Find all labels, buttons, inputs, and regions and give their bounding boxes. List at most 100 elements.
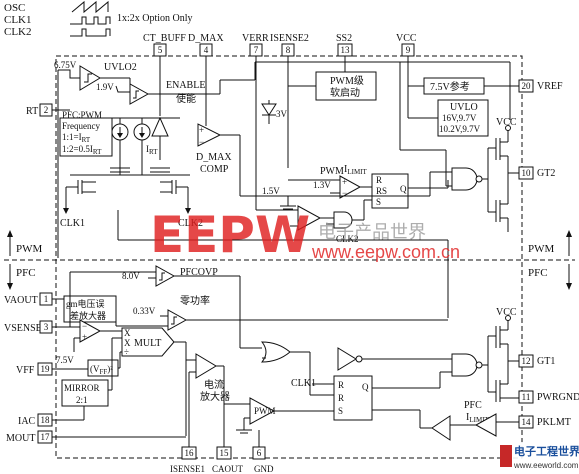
dmax-comp-label-1: D_MAX	[196, 152, 232, 163]
pfc-rs-latch	[333, 375, 373, 421]
pwm-comparators: PWM ILIMIT 1.3V + − 1.5V CLK2 R RS S Q	[256, 164, 449, 244]
rs2-r1: R	[338, 380, 344, 390]
current-amplifier: 电流 放大器	[186, 353, 250, 447]
left-pins: RT 2 VAOUT 1 VSENSE 3 VFF 19 IAC 18 MOUT…	[4, 103, 53, 444]
divider-labels: PWM PFC PWM PFC	[7, 230, 572, 290]
pfc-left-label: PFC	[16, 267, 36, 279]
mult-box	[121, 327, 175, 357]
svg-text:−: −	[82, 321, 87, 331]
osc-label: OSC	[4, 2, 25, 14]
clk1-latch-label: CLK1	[291, 378, 316, 389]
pin9-number: 9	[406, 45, 411, 55]
watermark-url: www.eepw.com.cn	[311, 242, 460, 262]
gm-error-amp: gm电压误 差放大器 − + 7.5V	[52, 272, 122, 365]
pin9-name: VCC	[396, 33, 417, 44]
bottom-pins: 16 ISENSE1 15 CAOUT 6 GND	[170, 446, 274, 474]
pfc-ilimit-sub: ILIMIT	[466, 412, 490, 424]
enable-label: ENABLE	[166, 80, 205, 91]
pin19-name: VFF	[16, 365, 35, 376]
rs1-s: S	[376, 197, 381, 207]
corner-logo-mark	[500, 445, 512, 467]
pin11-name: PWRGND	[537, 392, 579, 403]
pin7-name: VERR	[242, 33, 269, 44]
gm-amp-box	[63, 295, 117, 323]
pwm-left-label: PWM	[16, 243, 43, 255]
pin12-number: 12	[522, 356, 531, 366]
uvlo-v2-label: 10.2V,9.7V	[439, 124, 481, 134]
multiplier-block: X X ÷ MULT	[52, 327, 187, 438]
svg-text:+: +	[342, 177, 347, 187]
pin15-name: CAOUT	[212, 464, 244, 474]
frequency-label: Frequency	[62, 121, 100, 131]
rt-oscillator-block: PFC:PWM Frequency 1:1=IRT 1:2=0.5IRT IRT	[52, 109, 180, 175]
pfc-pwm-triangle	[249, 397, 276, 425]
pin10-number: 10	[522, 168, 532, 178]
v80-label: 8.0V	[122, 271, 140, 281]
v19-label: 1.9V	[96, 82, 114, 92]
pin8-name: ISENSE2	[270, 33, 309, 44]
timing-switches: CLK1 CLK2	[60, 167, 203, 229]
mult-x1: X	[124, 328, 131, 338]
pin18-number: 18	[41, 415, 51, 425]
pin6-name: GND	[254, 464, 274, 474]
pin2-name: RT	[26, 106, 38, 117]
rs1-rs: RS	[376, 186, 387, 196]
mult-div: ÷	[124, 347, 129, 357]
current-amp-label-2: 放大器	[200, 390, 230, 403]
ref75-label: 7.5V参考	[430, 80, 470, 93]
verr-isense2: 3V	[255, 56, 289, 210]
vff-square-label: (VFF)²	[90, 364, 113, 376]
ct-buffer	[151, 56, 169, 160]
pwm-nand-gate	[451, 167, 478, 191]
enable-cn-label: 使能	[176, 92, 196, 105]
watermark-logo: EEPW	[150, 206, 310, 264]
pin1-number: 1	[44, 294, 49, 304]
and-gate	[333, 211, 353, 229]
v033-label: 0.33V	[133, 306, 156, 316]
uvlo2-label: UVLO2	[104, 62, 137, 73]
pin14-name: PKLMT	[537, 417, 571, 428]
pfc-right-label: PFC	[528, 267, 548, 279]
pin14-number: 14	[522, 417, 532, 427]
pin13-number: 13	[341, 45, 351, 55]
pin16-number: 16	[185, 448, 195, 458]
pin13-name: SS2	[336, 33, 352, 44]
clk1-waveform	[70, 16, 111, 25]
pfc-inverter	[337, 347, 357, 371]
ratio1-label: 1:1=IRT	[62, 132, 91, 144]
pfc-logic: CLK1 R R S Q	[260, 341, 452, 421]
soft-start-label-1: PWM级	[330, 75, 364, 87]
clk2-and-label: CLK2	[336, 234, 359, 244]
watermark-cn-text: 电子产品世界	[318, 222, 426, 243]
pfc-ilimit: PFC ILIMIT	[372, 400, 519, 441]
timing-legend: OSC CLK1 CLK2 1x:2x Option Only	[4, 0, 193, 38]
zero-power-label: 零功率	[180, 294, 210, 307]
pin5-name: CT_BUFF	[143, 33, 186, 44]
osc-waveform	[71, 0, 109, 14]
mirror-label: MIRROR	[64, 383, 100, 393]
corner-logo-url: www.eeworld.com.cn	[513, 461, 579, 470]
rs2-r2: R	[338, 393, 344, 403]
pfcovp-label: PFCOVP	[180, 267, 218, 278]
clk1-label: CLK1	[4, 14, 32, 26]
pin17-number: 17	[41, 432, 51, 442]
rs2-s: S	[338, 406, 343, 416]
mirror-block: MIRROR 2:1	[52, 337, 122, 421]
pin18-name: IAC	[18, 416, 36, 427]
uvlo2-block: 6.75V UVLO2 1.9V	[54, 60, 255, 258]
clk1-switch-label: CLK1	[60, 218, 85, 229]
pin1-name: VAOUT	[4, 295, 38, 306]
pfc-ilimit-label: PFC	[464, 400, 482, 411]
uvlo-v1-label: 16V,9.7V	[442, 113, 477, 123]
pwm-rs-latch	[371, 173, 409, 209]
pfc-nand-gate	[451, 353, 478, 377]
rs2-q: Q	[362, 382, 369, 392]
pin4-name: D_MAX	[188, 33, 224, 44]
pin4-number: 4	[204, 45, 209, 55]
pfc-or-gate	[260, 341, 291, 363]
zero-power-block: 0.33V 零功率	[115, 294, 448, 331]
pin3-name: VSENSE	[4, 323, 42, 334]
pin8-number: 8	[286, 45, 291, 55]
mult-label: MULT	[134, 338, 161, 349]
